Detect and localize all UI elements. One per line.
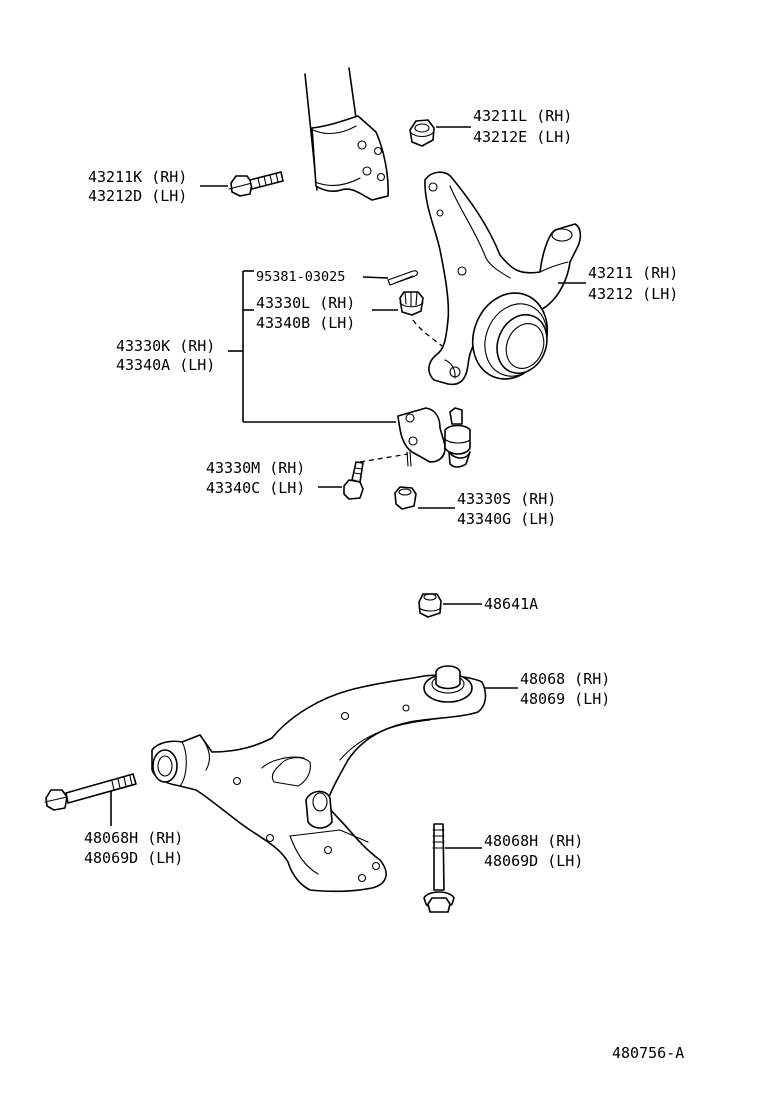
label-front-bolt-lh: 48069D (LH) [84,849,183,867]
label-strut-bolt-rh: 43211K (RH) [88,168,187,186]
label-lower-arm-rh: 48068 (RH) [520,670,610,688]
label-knuckle-lh: 43212 (LH) [588,285,678,303]
label-castle-nut-lh: 43340B (LH) [256,314,355,332]
illustration-id: 480756-A [612,1044,684,1062]
ball-joint [397,407,471,468]
label-ball-joint-nut-rh: 43330S (RH) [457,490,556,508]
label-ball-joint-assy-lh: 43340A (LH) [116,356,215,374]
label-castle-nut-rh: 43330L (RH) [256,294,355,312]
castle-nut [399,291,424,316]
label-ball-joint-bolt-lh: 43340C (LH) [206,479,305,497]
steering-knuckle [424,171,582,386]
lower-arm-front-bolt [44,773,137,811]
strut-shock-absorber [304,67,389,201]
label-rear-bolt-lh: 48069D (LH) [484,852,583,870]
lower-arm-nut [418,593,442,618]
label-cotter-pin: 95381-03025 [256,269,345,285]
label-ball-joint-nut-lh: 43340G (LH) [457,510,556,528]
lower-arm-rear-bolt [423,823,455,913]
label-rear-bolt-rh: 48068H (RH) [484,832,583,850]
label-strut-bolt-lh: 43212D (LH) [88,187,187,205]
ball-joint-nut [394,486,417,510]
label-ball-joint-bolt-rh: 43330M (RH) [206,459,305,477]
label-ball-joint-assy-rh: 43330K (RH) [116,337,215,355]
strut-bolt [228,171,284,197]
label-front-bolt-rh: 48068H (RH) [84,829,183,847]
label-nut-upper-rh: 43211L (RH) [473,107,572,125]
label-lower-arm-lh: 48069 (LH) [520,690,610,708]
flange-nut-upper [409,119,435,147]
label-arm-nut: 48641A [484,595,538,613]
label-nut-upper-lh: 43212E (LH) [473,128,572,146]
cotter-pin [387,270,418,286]
label-knuckle-rh: 43211 (RH) [588,264,678,282]
ball-joint-bolt [343,461,364,500]
lower-control-arm [151,665,487,893]
